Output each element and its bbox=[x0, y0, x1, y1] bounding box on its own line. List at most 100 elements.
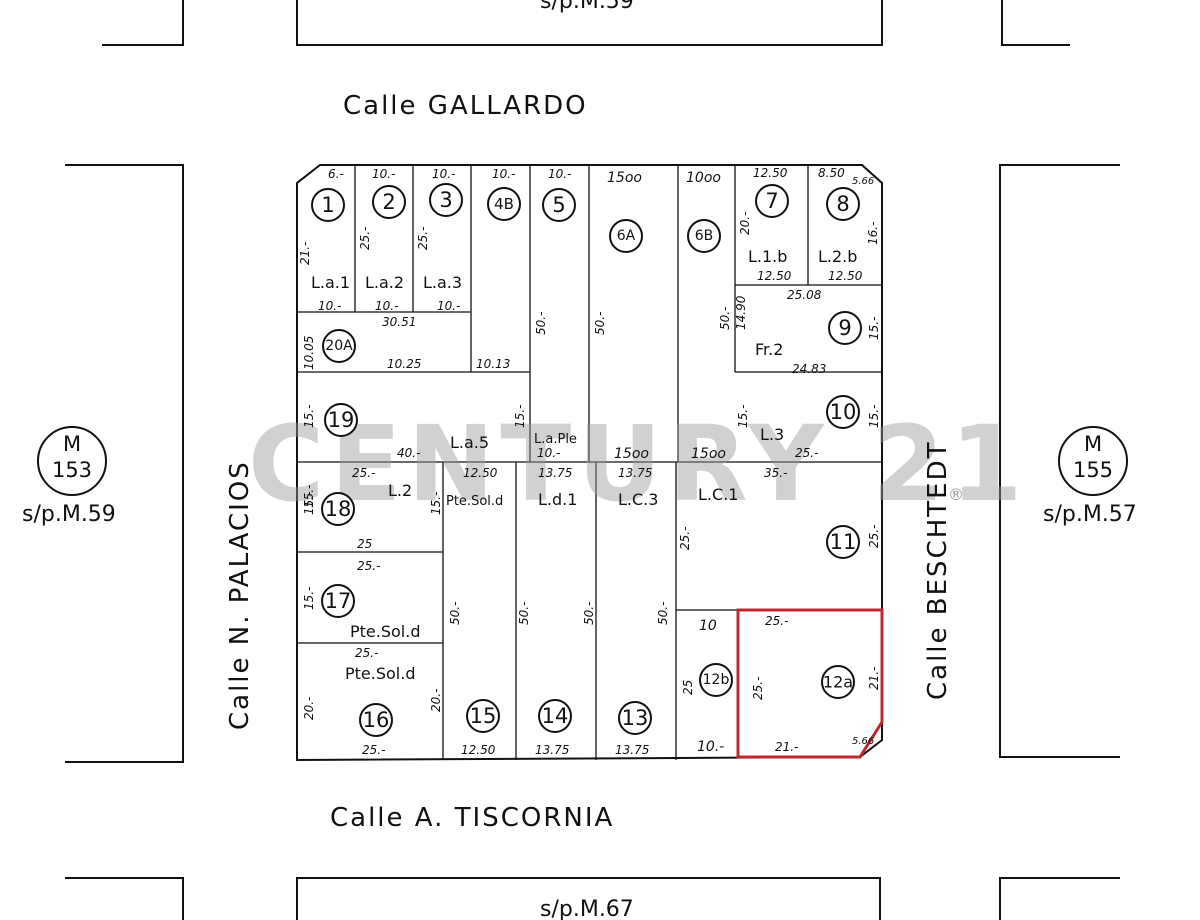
svg-text:50.-: 50.- bbox=[582, 602, 596, 625]
svg-text:15: 15 bbox=[470, 704, 497, 728]
lot-1[interactable]: 1 bbox=[311, 188, 345, 222]
svg-text:21.-: 21.- bbox=[298, 242, 312, 265]
svg-text:11: 11 bbox=[830, 530, 857, 554]
lot-9[interactable]: 9 bbox=[828, 311, 862, 345]
label-la1: L.a.1 bbox=[311, 273, 350, 292]
lot-2[interactable]: 2 bbox=[372, 185, 406, 219]
label-ptesold-2: Pte.Sol.d bbox=[350, 622, 420, 641]
svg-text:15.-: 15.- bbox=[302, 587, 316, 610]
svg-text:6.-: 6.- bbox=[328, 167, 344, 181]
neighbor-north: s/p.M.59 bbox=[540, 0, 634, 14]
lot-11[interactable]: 11 bbox=[826, 525, 860, 559]
svg-text:20A: 20A bbox=[325, 338, 353, 354]
svg-text:13: 13 bbox=[622, 706, 649, 730]
svg-text:15.-: 15.- bbox=[513, 405, 527, 428]
lot-13[interactable]: 13 bbox=[618, 701, 652, 735]
lot-10[interactable]: 10 bbox=[826, 395, 860, 429]
svg-text:6A: 6A bbox=[617, 228, 636, 244]
svg-text:19: 19 bbox=[328, 408, 355, 432]
label-l2b: L.2.b bbox=[818, 247, 857, 266]
svg-text:12.50: 12.50 bbox=[753, 166, 788, 180]
block-number: 155 bbox=[1073, 458, 1113, 482]
lot-19[interactable]: 19 bbox=[324, 403, 358, 437]
svg-text:20.-: 20.- bbox=[302, 697, 316, 720]
svg-text:16: 16 bbox=[363, 708, 390, 732]
svg-text:50.-: 50.- bbox=[534, 312, 548, 335]
lot-6A[interactable]: 6A bbox=[609, 219, 643, 253]
svg-text:25.-: 25.- bbox=[795, 446, 818, 460]
svg-text:1: 1 bbox=[321, 193, 334, 217]
street-west: Calle N. PALACIOS bbox=[225, 460, 255, 730]
svg-text:50.-: 50.- bbox=[593, 312, 607, 335]
svg-text:10oo: 10oo bbox=[686, 170, 721, 186]
svg-text:25: 25 bbox=[681, 680, 695, 695]
watermark: CENTURY 21 bbox=[248, 403, 1028, 525]
lot-labels: L.a.1 L.a.2 L.a.3 L.a.5 L.a.Ple L.1.b L.… bbox=[311, 247, 857, 683]
svg-text:15.-: 15.- bbox=[302, 492, 316, 515]
label-l1b: L.1.b bbox=[748, 247, 787, 266]
lot-7[interactable]: 7 bbox=[755, 184, 789, 218]
label-la5: L.a.5 bbox=[450, 433, 489, 452]
svg-text:21.-: 21.- bbox=[867, 667, 881, 690]
lot-12b[interactable]: 12b bbox=[699, 663, 733, 697]
svg-text:25.-: 25.- bbox=[678, 527, 692, 550]
neighbor-south: s/p.M.67 bbox=[540, 897, 634, 920]
svg-text:12.50: 12.50 bbox=[828, 269, 863, 283]
svg-text:14: 14 bbox=[542, 704, 569, 728]
svg-text:10.13: 10.13 bbox=[476, 357, 510, 371]
svg-text:13.75: 13.75 bbox=[538, 466, 572, 480]
lot-4B[interactable]: 4B bbox=[487, 187, 521, 221]
lot-12a-highlight[interactable] bbox=[736, 608, 884, 759]
svg-text:5: 5 bbox=[552, 193, 565, 217]
svg-text:50.-: 50.- bbox=[718, 307, 732, 330]
street-south: Calle A. TISCORNIA bbox=[330, 803, 614, 833]
svg-text:13.75: 13.75 bbox=[535, 743, 569, 757]
lot-5[interactable]: 5 bbox=[542, 188, 576, 222]
svg-text:14.90: 14.90 bbox=[734, 295, 748, 330]
svg-text:10.-: 10.- bbox=[375, 299, 398, 313]
svg-text:10.-: 10.- bbox=[432, 167, 455, 181]
svg-text:10.-: 10.- bbox=[537, 446, 560, 460]
lot-12a[interactable]: 12a bbox=[821, 665, 855, 699]
lot-6B[interactable]: 6B bbox=[687, 219, 721, 253]
label-ptesold-3: Pte.Sol.d bbox=[345, 664, 415, 683]
svg-text:25: 25 bbox=[357, 537, 372, 551]
watermark-mark: ® bbox=[948, 485, 964, 504]
svg-text:15oo: 15oo bbox=[614, 446, 649, 462]
label-la2: L.a.2 bbox=[365, 273, 404, 292]
svg-text:13.75: 13.75 bbox=[615, 743, 649, 757]
svg-text:21.-: 21.- bbox=[775, 740, 798, 754]
block-number: 153 bbox=[52, 458, 92, 482]
svg-text:25.08: 25.08 bbox=[787, 288, 822, 302]
svg-text:10.-: 10.- bbox=[318, 299, 341, 313]
svg-text:15.-: 15.- bbox=[736, 405, 750, 428]
lot-18[interactable]: 18 bbox=[321, 492, 355, 526]
svg-text:8: 8 bbox=[836, 192, 849, 216]
svg-text:15oo: 15oo bbox=[607, 170, 642, 186]
svg-text:3: 3 bbox=[439, 188, 452, 212]
street-east: Calle BESCHTEDT bbox=[923, 441, 953, 700]
lot-15[interactable]: 15 bbox=[466, 699, 500, 733]
lot-3[interactable]: 3 bbox=[429, 183, 463, 217]
svg-text:18: 18 bbox=[325, 497, 352, 521]
svg-text:12.50: 12.50 bbox=[461, 743, 496, 757]
lot-20A[interactable]: 20A bbox=[322, 329, 356, 363]
svg-text:2: 2 bbox=[382, 190, 395, 214]
lot-14[interactable]: 14 bbox=[538, 699, 572, 733]
svg-text:30.51: 30.51 bbox=[382, 315, 416, 329]
svg-text:10.25: 10.25 bbox=[387, 357, 421, 371]
svg-text:5.66: 5.66 bbox=[852, 176, 874, 187]
label-lc1: L.C.1 bbox=[698, 485, 738, 504]
svg-text:24.83: 24.83 bbox=[792, 362, 826, 376]
svg-text:12.50: 12.50 bbox=[757, 269, 792, 283]
block-circle bbox=[37, 426, 107, 496]
lot-17[interactable]: 17 bbox=[321, 584, 355, 618]
label-laple: L.a.Ple bbox=[534, 432, 577, 447]
svg-text:17: 17 bbox=[325, 589, 352, 613]
lot-8[interactable]: 8 bbox=[826, 187, 860, 221]
svg-text:15.-: 15.- bbox=[867, 405, 881, 428]
neighbor-blocks bbox=[65, 0, 1120, 920]
svg-text:7: 7 bbox=[765, 189, 778, 213]
lot-16[interactable]: 16 bbox=[359, 703, 393, 737]
